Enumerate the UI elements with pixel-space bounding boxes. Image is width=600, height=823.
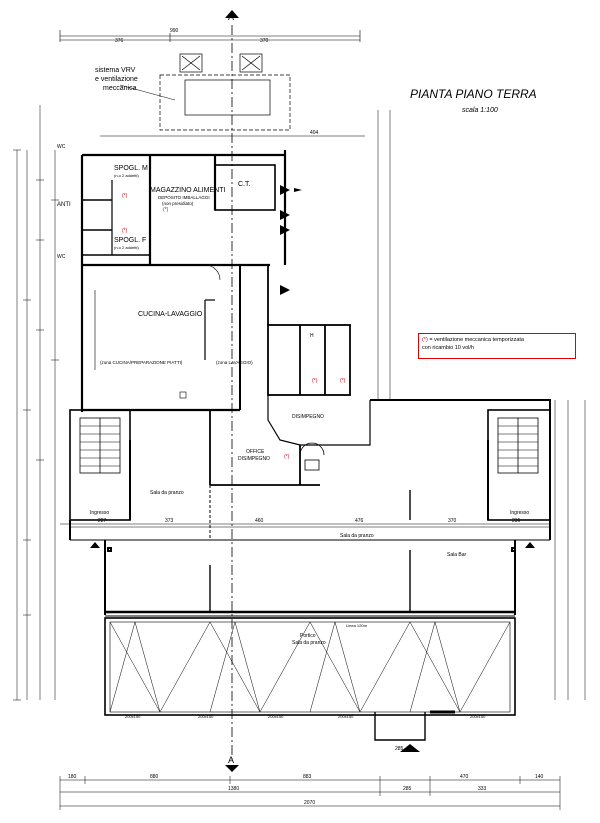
section-arrow-top: A: [225, 10, 239, 22]
dim-top-total: 990: [170, 28, 179, 34]
svg-text:476: 476: [355, 518, 364, 524]
room-h: H: [310, 333, 314, 339]
svg-text:880: 880: [150, 774, 159, 780]
svg-text:(*): (*): [122, 193, 128, 199]
svg-text:1380: 1380: [228, 786, 239, 792]
svg-text:200x150: 200x150: [268, 714, 284, 719]
svg-text:370: 370: [448, 518, 457, 524]
svg-text:285: 285: [395, 746, 404, 752]
room-wc-bottom: WC: [57, 254, 66, 260]
svg-text:883: 883: [303, 774, 312, 780]
svg-text:285: 285: [403, 786, 412, 792]
portico-linea: Linea 120m: [346, 623, 368, 628]
svg-text:236: 236: [512, 518, 521, 524]
room-disimpegno: DISIMPEGNO: [292, 414, 324, 420]
room-ingresso-left: Ingresso: [90, 510, 109, 516]
room-sala-pranzo-main: Sala da pranzo: [340, 533, 374, 539]
svg-text:(*): (*): [163, 207, 169, 213]
section-label-bottom: A: [228, 755, 234, 765]
section-arrow-bottom: A: [225, 755, 239, 772]
svg-text:200x150: 200x150: [198, 714, 214, 719]
room-anti: ANTI: [57, 202, 71, 208]
room-portico-sub: Sala da pranzo: [292, 640, 326, 646]
room-magazzino-sub1: DEPOSITO IMBALLAGGI: [158, 195, 210, 200]
room-ct: C.T.: [238, 181, 251, 188]
svg-text:373: 373: [165, 518, 174, 524]
room-spogl-m: SPOGL. M: [114, 165, 148, 172]
room-office: OFFICE: [246, 449, 265, 455]
plan-scale: scala 1:100: [462, 107, 498, 114]
vrv-note-line3: meccanica: [103, 85, 137, 92]
room-magazzino: MAGAZZINO ALIMENTI: [150, 187, 226, 194]
svg-text:(*): (*): [122, 228, 128, 234]
room-sala-bar: Sala Bar: [447, 552, 467, 558]
left-stair: [69, 409, 131, 521]
vrv-note-line1: sistema VRV: [95, 67, 136, 74]
toilets-block: [267, 265, 371, 446]
service-block-walls: [80, 150, 287, 412]
room-wc-top: WC: [57, 144, 66, 150]
zone-preparazione: (zona CUCINA/PREPARAZIONE PIATTI): [100, 360, 183, 365]
legend-line1: = ventilazione meccanica temporizzata: [429, 337, 524, 343]
dim-top-b: 370: [260, 38, 269, 44]
room-office-sub: DISIMPEGNO: [238, 456, 270, 462]
svg-text:140: 140: [535, 774, 544, 780]
svg-text:333: 333: [478, 786, 487, 792]
room-sala-pranzo-left: Sala da pranzo: [150, 490, 184, 496]
room-magazzino-sub2: (non presidiato): [162, 201, 194, 206]
plan-title: PIANTA PIANO TERRA: [410, 87, 537, 101]
right-stair: [487, 409, 551, 521]
dim-top-c: 404: [310, 130, 319, 136]
room-portico: Portico: [300, 633, 316, 639]
svg-text:200x150: 200x150: [470, 714, 486, 719]
room-spogl-f-sub: (n.o 2 addetti): [114, 245, 139, 250]
vrv-system-area: [119, 53, 291, 131]
legend-line2: con ricambio 10 vol/h: [422, 345, 474, 351]
svg-text:(*): (*): [284, 454, 290, 460]
right-dimension-lines: [377, 110, 586, 700]
vrv-note-line2: e ventilazione: [95, 76, 138, 83]
room-spogl-m-sub: (n.o 2 addetti): [114, 173, 139, 178]
room-labels: SPOGL. M (n.o 2 addetti) SPOGL. F (n.o 2…: [57, 144, 529, 646]
room-cucina: CUCINA-LAVAGGIO: [138, 311, 203, 318]
svg-text:2070: 2070: [304, 800, 315, 806]
left-dimension-lines: [13, 105, 59, 701]
zone-lavaggio: (zona LAVAGGIO): [216, 360, 253, 365]
main-hall-walls: [69, 399, 551, 617]
bottom-dims: 180 880 883 470 140 1380 285 333 2070 28…: [68, 746, 544, 806]
svg-text:200x150: 200x150: [125, 714, 141, 719]
door-markers: [90, 185, 535, 752]
svg-text:200x150: 200x150: [338, 714, 354, 719]
kitchen-interior: [94, 264, 241, 410]
dim-top-a: 376: [115, 38, 124, 44]
section-label-top: A: [228, 12, 234, 22]
window-tags: 200x150 200x150 200x150 200x150 200x150: [125, 714, 486, 719]
main-row-dims: 227 373 460 476 370 236: [98, 518, 521, 524]
bottom-dimension-lines: [59, 523, 561, 810]
svg-text:180: 180: [68, 774, 77, 780]
room-ingresso-right: Ingresso: [510, 510, 529, 516]
svg-text:470: 470: [460, 774, 469, 780]
room-spogl-f: SPOGL. F: [114, 237, 146, 244]
ventilation-legend: (*) = ventilazione meccanica temporizzat…: [418, 333, 576, 359]
svg-text:(*): (*): [312, 378, 318, 384]
office-area: [209, 410, 325, 486]
top-dimension-lines: [59, 30, 365, 137]
svg-text:460: 460: [255, 518, 264, 524]
portico: [104, 617, 516, 741]
ventilation-markers: (*) (*) (*) (*) (*) (*): [122, 193, 346, 460]
svg-text:(*): (*): [340, 378, 346, 384]
legend-marker: (*): [422, 337, 428, 343]
svg-text:227: 227: [98, 518, 107, 524]
